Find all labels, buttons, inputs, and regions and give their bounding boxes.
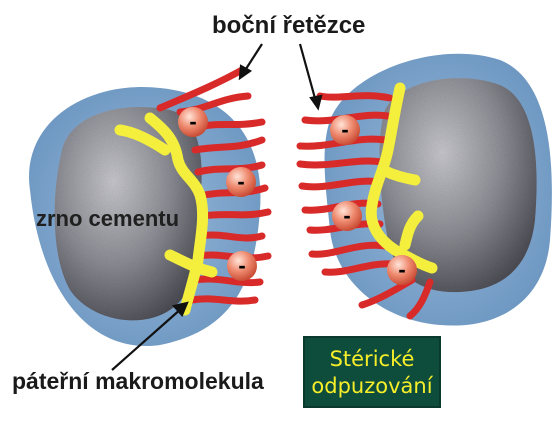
arrow-head [311,96,321,108]
negative-charge-ball: - [178,107,208,137]
steric-repulsion-box: Stérické odpuzování [303,336,441,408]
side-chain [320,96,390,98]
charge-sign: - [237,169,244,194]
charge-sign: - [238,253,245,278]
negative-charge-ball: - [332,201,362,231]
negative-charge-ball: - [227,251,257,281]
charge-sign: - [189,109,196,134]
side-chains-label: boční řetězce [212,12,365,40]
charge-sign: - [398,257,405,282]
arrow-to-left-chain [244,44,262,72]
arrow-head [240,66,250,78]
steric-line-1: Stérické [305,346,439,373]
side-chain [192,299,255,301]
side-chain [195,279,260,283]
side-chain [200,235,262,238]
arrow-to-right-chain [300,44,316,102]
negative-charge-ball: - [387,255,417,285]
negative-charge-ball: - [226,167,256,197]
steric-line-2: odpuzování [305,373,439,400]
cement-grain-label: zrno cementu [36,206,179,232]
charge-sign: - [343,203,350,228]
backbone-label: páteřní makromolekula [12,368,264,395]
side-chain [300,161,382,165]
charge-sign: - [341,117,348,142]
negative-charge-ball: - [330,115,360,145]
side-chain [202,212,268,216]
